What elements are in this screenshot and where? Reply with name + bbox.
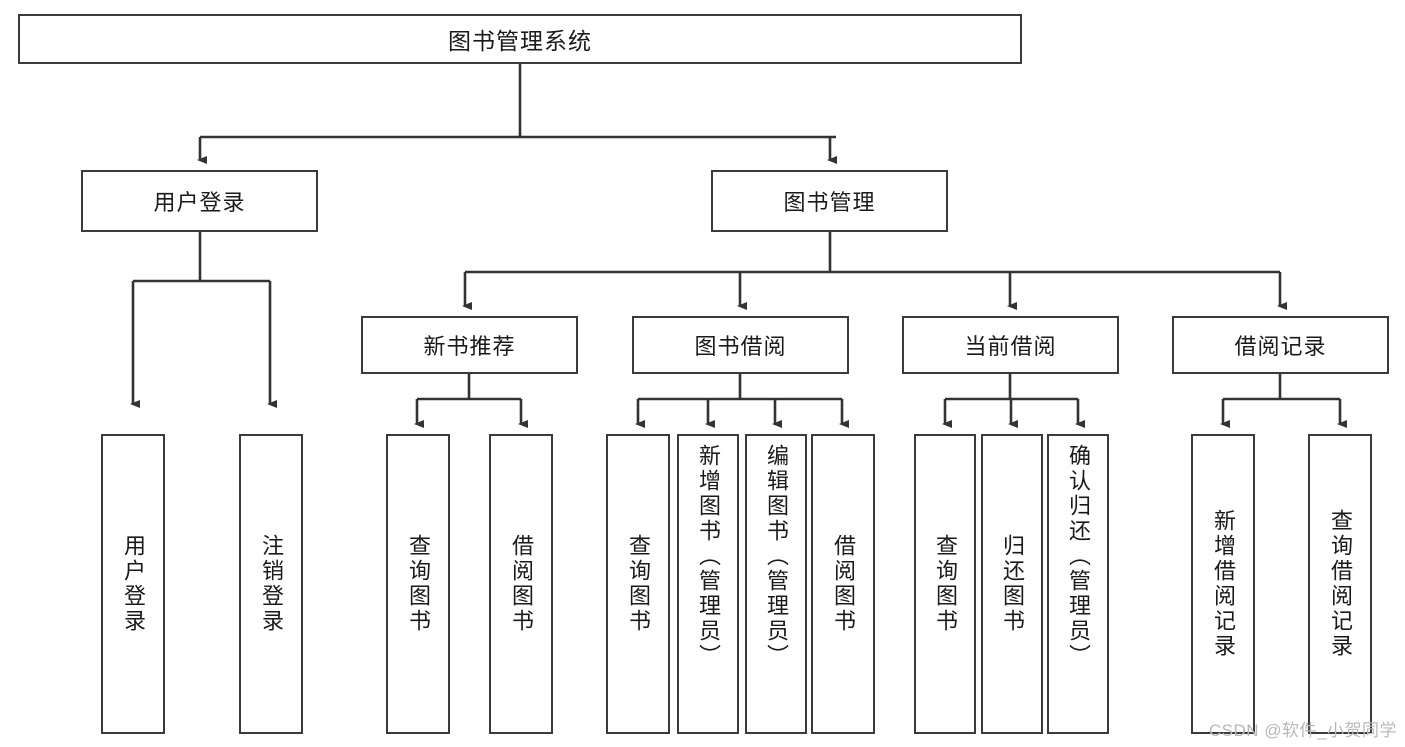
node-new-book-recommend-label: 新书推荐 (423, 334, 516, 359)
leaf-add-book-label: 新增图书（管理员） (696, 444, 721, 669)
node-book-borrow[interactable]: 图书借阅 (632, 316, 849, 374)
leaf-query-book-3-label: 查询图书 (933, 534, 958, 634)
leaf-add-book-inner: 新增图书（管理员） (679, 436, 737, 732)
leaf-return-book[interactable]: 归还图书 (981, 434, 1043, 734)
node-borrow-record-label: 借阅记录 (1234, 334, 1327, 359)
node-book-borrow-label: 图书借阅 (694, 334, 787, 359)
leaf-add-record-inner: 新增借阅记录 (1193, 436, 1253, 732)
node-root[interactable]: 图书管理系统 (18, 14, 1022, 64)
leaf-query-record[interactable]: 查询借阅记录 (1308, 434, 1372, 734)
node-current-borrow-label: 当前借阅 (964, 334, 1057, 359)
leaf-user-login-inner: 用户登录 (103, 436, 163, 732)
node-current-borrow[interactable]: 当前借阅 (902, 316, 1119, 374)
node-root-label: 图书管理系统 (448, 28, 592, 54)
leaf-query-book-1-inner: 查询图书 (388, 436, 448, 732)
leaf-query-book-1[interactable]: 查询图书 (386, 434, 450, 734)
node-borrow-record[interactable]: 借阅记录 (1172, 316, 1389, 374)
leaf-borrow-book-1[interactable]: 借阅图书 (489, 434, 553, 734)
leaf-add-record[interactable]: 新增借阅记录 (1191, 434, 1255, 734)
leaf-edit-book-inner: 编辑图书（管理员） (747, 436, 805, 732)
leaf-confirm-return-label: 确认归还（管理员） (1066, 444, 1091, 669)
leaf-user-login-label: 用户登录 (121, 534, 146, 634)
leaf-borrow-book-2-inner: 借阅图书 (813, 436, 873, 732)
leaf-query-book-3[interactable]: 查询图书 (914, 434, 976, 734)
node-user-login-label: 用户登录 (153, 190, 246, 215)
leaf-edit-book-label: 编辑图书（管理员） (764, 444, 789, 669)
node-user-login[interactable]: 用户登录 (81, 170, 318, 232)
node-book-manage[interactable]: 图书管理 (711, 170, 948, 232)
leaf-borrow-book-2-label: 借阅图书 (831, 534, 856, 634)
leaf-logout[interactable]: 注销登录 (239, 434, 303, 734)
leaf-add-book[interactable]: 新增图书（管理员） (677, 434, 739, 734)
leaf-query-record-label: 查询借阅记录 (1328, 509, 1353, 659)
leaf-query-record-inner: 查询借阅记录 (1310, 436, 1370, 732)
leaf-query-book-2[interactable]: 查询图书 (606, 434, 670, 734)
leaf-return-book-label: 归还图书 (1000, 534, 1025, 634)
leaf-query-book-1-label: 查询图书 (406, 534, 431, 634)
leaf-logout-inner: 注销登录 (241, 436, 301, 732)
leaf-user-login[interactable]: 用户登录 (101, 434, 165, 734)
node-book-manage-label: 图书管理 (783, 190, 876, 215)
leaf-confirm-return[interactable]: 确认归还（管理员） (1047, 434, 1109, 734)
leaf-borrow-book-2[interactable]: 借阅图书 (811, 434, 875, 734)
leaf-confirm-return-inner: 确认归还（管理员） (1049, 436, 1107, 732)
leaf-query-book-2-inner: 查询图书 (608, 436, 668, 732)
leaf-edit-book[interactable]: 编辑图书（管理员） (745, 434, 807, 734)
leaf-query-book-3-inner: 查询图书 (916, 436, 974, 732)
leaf-query-book-2-label: 查询图书 (626, 534, 651, 634)
leaf-borrow-book-1-label: 借阅图书 (509, 534, 534, 634)
leaf-logout-label: 注销登录 (259, 534, 284, 634)
node-new-book-recommend[interactable]: 新书推荐 (361, 316, 578, 374)
leaf-borrow-book-1-inner: 借阅图书 (491, 436, 551, 732)
leaf-add-record-label: 新增借阅记录 (1211, 509, 1236, 659)
leaf-return-book-inner: 归还图书 (983, 436, 1041, 732)
